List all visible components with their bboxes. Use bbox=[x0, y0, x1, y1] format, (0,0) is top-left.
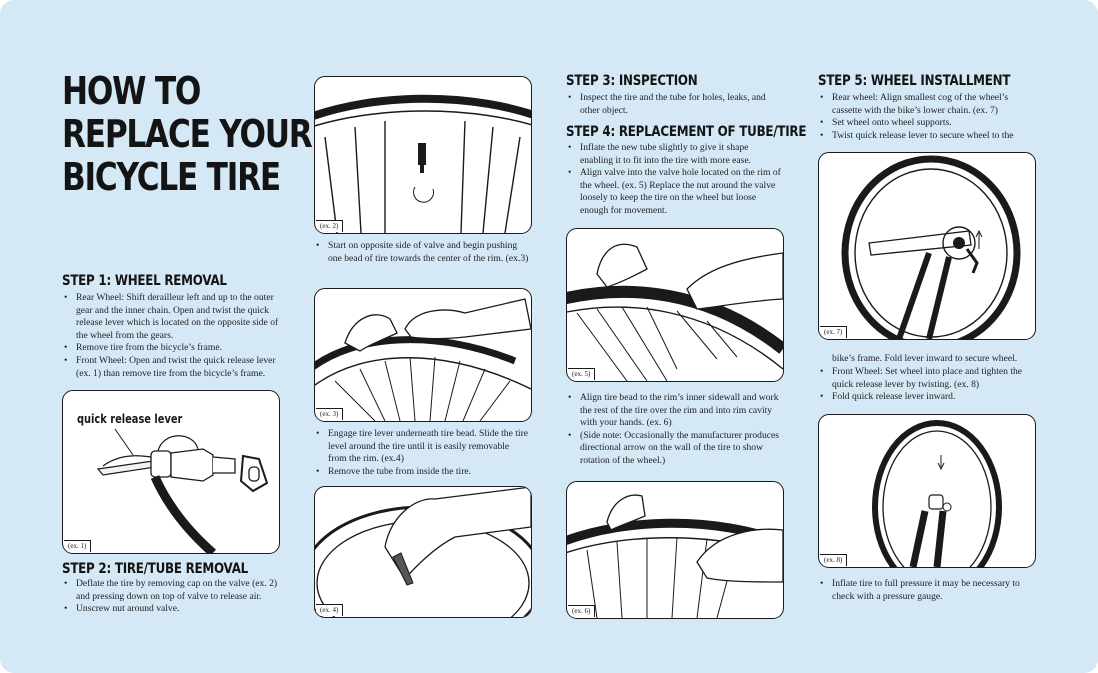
col2-list-a: Start on opposite side of valve and begi… bbox=[314, 240, 530, 265]
step3-heading: STEP 3: INSPECTION bbox=[566, 73, 698, 89]
illustration-ex7: (ex. 7) bbox=[818, 152, 1036, 340]
step5-list: Rear wheel: Align smallest cog of the wh… bbox=[818, 92, 1034, 142]
list-item: Inflate tire to full pressure it may be … bbox=[818, 578, 1034, 603]
list-item: (Side note: Occasionally the manufacture… bbox=[566, 430, 782, 468]
list-item: Start on opposite side of valve and begi… bbox=[314, 240, 530, 265]
quick-release-label: quick release lever bbox=[77, 412, 183, 426]
illustration-ex4: (ex. 4) bbox=[314, 486, 532, 618]
example-label: (ex. 2) bbox=[316, 220, 344, 232]
example-label: (ex. 8) bbox=[820, 554, 848, 566]
list-item: Set wheel onto wheel supports. bbox=[818, 117, 1034, 130]
col2-list-b: Engage tire lever underneath tire bead. … bbox=[314, 428, 530, 478]
list-item: Engage tire lever underneath tire bead. … bbox=[314, 428, 530, 466]
list-item: Align valve into the valve hole located … bbox=[566, 167, 782, 217]
illustration-ex5: (ex. 5) bbox=[566, 228, 784, 382]
example-label: (ex. 5) bbox=[568, 368, 596, 380]
quick-release-drawing bbox=[96, 428, 269, 553]
title-line: REPLACE YOUR bbox=[62, 112, 313, 156]
illustration-ex3: (ex. 3) bbox=[314, 288, 532, 422]
example-label: (ex. 7) bbox=[820, 326, 848, 338]
illustration-ex2: (ex. 2) bbox=[314, 76, 532, 234]
list-item: Remove the tube from inside the tire. bbox=[314, 466, 530, 479]
list-item: Inflate the new tube slightly to give it… bbox=[566, 142, 782, 167]
illustration-ex6: (ex. 6) bbox=[566, 481, 784, 619]
step5-list-b: Front Wheel: Set wheel into place and ti… bbox=[818, 366, 1034, 404]
list-item: Unscrew nut around valve. bbox=[62, 603, 284, 616]
valve-align-drawing bbox=[567, 243, 783, 381]
title-line: BICYCLE TIRE bbox=[62, 155, 281, 199]
step4-heading: STEP 4: REPLACEMENT OF TUBE/TIRE bbox=[566, 124, 807, 140]
step4-list-b: Align tire bead to the rim’s inner sidew… bbox=[566, 392, 782, 468]
list-item: Front Wheel: Open and twist the quick re… bbox=[62, 355, 284, 380]
step3-list: Inspect the tire and the tube for holes,… bbox=[566, 92, 782, 117]
valve-drawing bbox=[315, 94, 531, 233]
bead-seat-drawing bbox=[567, 494, 783, 618]
illustration-ex1: quick release lever (ex. 1) bbox=[62, 390, 280, 554]
tire-push-drawing bbox=[315, 298, 531, 421]
example-label: (ex. 4) bbox=[316, 604, 344, 616]
poster-title: HOW TO REPLACE YOUR BICYCLE TIRE bbox=[62, 69, 313, 199]
list-item: Fold quick release lever inward. bbox=[818, 391, 1034, 404]
list-item: Rear Wheel: Shift derailleur left and up… bbox=[62, 292, 284, 342]
step5-continuation: bike’s frame. Fold lever inward to secur… bbox=[832, 353, 1018, 364]
front-wheel-drawing bbox=[872, 420, 1002, 567]
illustration-ex8: (ex. 8) bbox=[818, 414, 1036, 568]
example-label: (ex. 3) bbox=[316, 408, 344, 420]
step1-heading: STEP 1: WHEEL REMOVAL bbox=[62, 273, 227, 289]
title-line: HOW TO bbox=[62, 69, 201, 113]
step1-list: Rear Wheel: Shift derailleur left and up… bbox=[62, 292, 284, 380]
list-item: Remove tire from the bicycle’s frame. bbox=[62, 342, 284, 355]
list-item: Align tire bead to the rim’s inner sidew… bbox=[566, 392, 782, 430]
step2-heading: STEP 2: TIRE/TUBE REMOVAL bbox=[62, 561, 248, 577]
example-label: (ex. 6) bbox=[568, 605, 596, 617]
list-item: Twist quick release lever to secure whee… bbox=[818, 130, 1034, 143]
list-item: Front Wheel: Set wheel into place and ti… bbox=[818, 366, 1034, 391]
step5-list-c: Inflate tire to full pressure it may be … bbox=[818, 578, 1034, 603]
step2-list: Deflate the tire by removing cap on the … bbox=[62, 578, 284, 616]
rear-wheel-drawing bbox=[841, 155, 1021, 339]
list-item: Rear wheel: Align smallest cog of the wh… bbox=[818, 92, 1034, 117]
list-item: Deflate the tire by removing cap on the … bbox=[62, 578, 284, 603]
step5-heading: STEP 5: WHEEL INSTALLMENT bbox=[818, 73, 1011, 89]
tube-removal-drawing bbox=[315, 487, 531, 617]
list-item: Inspect the tire and the tube for holes,… bbox=[566, 92, 782, 117]
step4-list: Inflate the new tube slightly to give it… bbox=[566, 142, 782, 218]
example-label: (ex. 1) bbox=[64, 540, 92, 552]
